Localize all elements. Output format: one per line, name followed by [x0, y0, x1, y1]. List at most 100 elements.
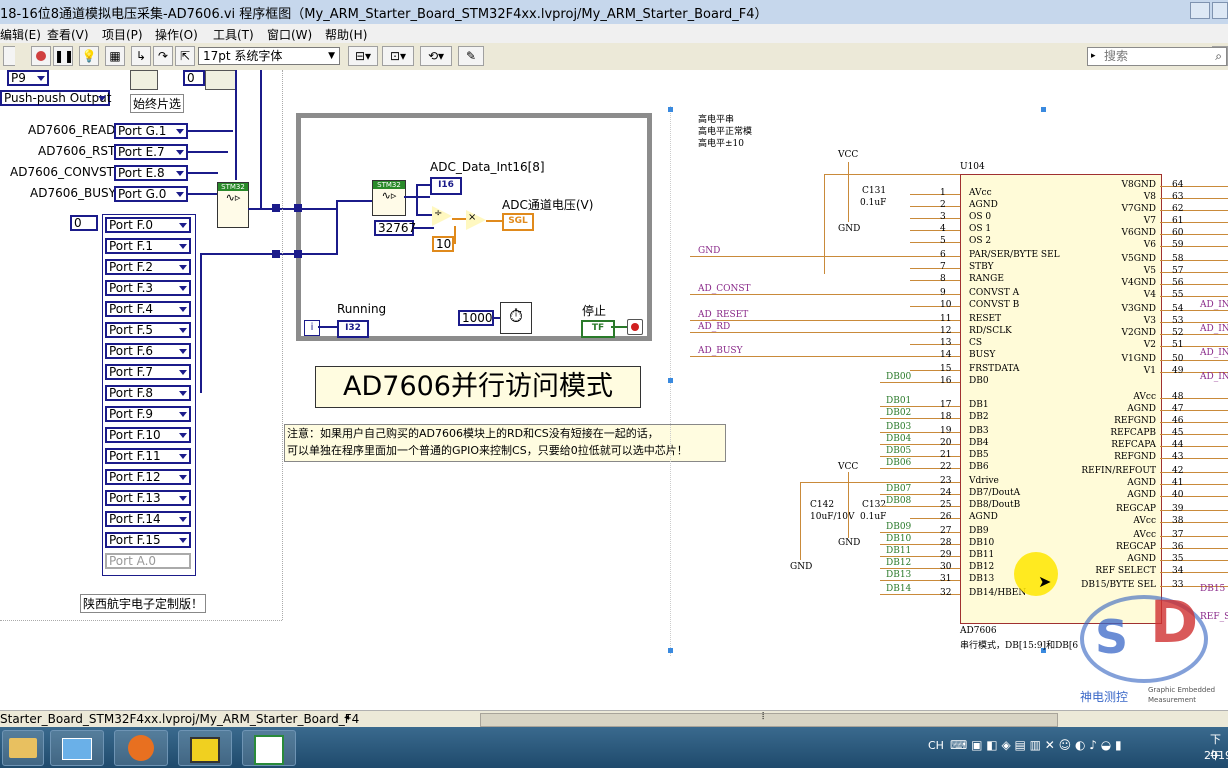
run-arrow-icon[interactable]: [3, 46, 15, 66]
step-into-button[interactable]: ↳: [131, 46, 151, 66]
stop-button-terminal[interactable]: TF: [581, 320, 615, 338]
language-indicator[interactable]: CH: [928, 739, 944, 752]
selection-handle[interactable]: [1041, 648, 1046, 653]
pin-write-icon[interactable]: [205, 70, 237, 90]
adc-voltage-label: ADC通道电压(V): [502, 198, 594, 212]
abort-button[interactable]: [31, 46, 51, 66]
port-select-read[interactable]: Port G.1: [114, 123, 188, 139]
menu-operate[interactable]: 操作(O): [155, 28, 198, 42]
data-port-8[interactable]: Port F.8: [105, 385, 191, 401]
reorder-button[interactable]: ⟲▾: [420, 46, 452, 66]
menu-help[interactable]: 帮助(H): [325, 28, 368, 42]
taskbar-app-labview[interactable]: [178, 730, 232, 766]
port-select-convst[interactable]: Port E.8: [114, 165, 188, 181]
port-value: Port F.4: [109, 302, 154, 316]
selection-handle[interactable]: [668, 378, 673, 383]
search-input[interactable]: 搜索: [1104, 49, 1129, 63]
step-out-button[interactable]: ⇱: [175, 46, 195, 66]
horizontal-scrollbar[interactable]: [480, 713, 1058, 727]
gpio-config-icon[interactable]: [130, 70, 158, 90]
maximize-button[interactable]: [1212, 2, 1228, 19]
db-net-label: DB11: [886, 546, 912, 556]
menu-project[interactable]: 项目(P): [102, 28, 143, 42]
iteration-terminal: i: [304, 320, 320, 336]
pin-number: 32: [940, 588, 952, 598]
data-port-1[interactable]: Port F.1: [105, 238, 191, 254]
pin-name: V8: [1143, 192, 1156, 202]
wait-ms-constant[interactable]: 1000: [458, 310, 494, 326]
pin-line: [690, 356, 910, 357]
index-constant[interactable]: 0: [70, 215, 98, 231]
font-select[interactable]: 17pt 系统字体 ▼: [198, 47, 340, 65]
pin-select-control[interactable]: P9: [7, 70, 49, 86]
port-select-rst[interactable]: Port E.7: [114, 144, 188, 160]
step-over-button[interactable]: ↷: [153, 46, 173, 66]
pin-line: [910, 294, 960, 295]
search-box[interactable]: ▸ 搜索 ⌕: [1087, 47, 1227, 66]
menu-view[interactable]: 查看(V): [47, 28, 89, 42]
pin-number: 8: [940, 274, 946, 284]
pin-line: [1160, 296, 1228, 297]
menu-window[interactable]: 窗口(W): [267, 28, 313, 42]
pin-line: [1160, 334, 1228, 335]
multiply-node[interactable]: [466, 210, 486, 230]
data-port-3[interactable]: Port F.3: [105, 280, 191, 296]
mode-title: AD7606并行访问模式: [315, 366, 641, 408]
tray-icon[interactable]: ⌨ ▣ ◧ ◈ ▤ ▥ ✕ ☺ ◐ ♪ ◒ ▮: [950, 738, 1122, 752]
loop-condition-terminal[interactable]: [627, 319, 643, 335]
taskbar-app-window[interactable]: [50, 730, 104, 766]
taskbar-app-explorer[interactable]: [2, 730, 44, 766]
adc-voltage-indicator[interactable]: SGL: [502, 213, 534, 231]
data-port-13[interactable]: Port F.13: [105, 490, 191, 506]
data-port-4[interactable]: Port F.4: [105, 301, 191, 317]
data-port-6[interactable]: Port F.6: [105, 343, 191, 359]
data-port-11[interactable]: Port F.11: [105, 448, 191, 464]
adc-data-indicator[interactable]: I16: [430, 177, 462, 195]
data-port-9[interactable]: Port F.9: [105, 406, 191, 422]
stm32-parallel-vi[interactable]: STM32 ∿▹: [217, 182, 249, 228]
output-mode-control[interactable]: Push-push Output: [0, 90, 111, 106]
wire: [494, 317, 500, 319]
pin-line: [1160, 198, 1228, 199]
stm32-read-vi[interactable]: STM32 ∿▹: [372, 180, 406, 216]
const-10[interactable]: 10: [432, 236, 454, 252]
wait-ms-vi[interactable]: ⏱: [500, 302, 532, 334]
scroll-left-icon[interactable]: ◂: [344, 712, 350, 723]
data-port-0[interactable]: Port F.0: [105, 217, 191, 233]
data-port-14[interactable]: Port F.14: [105, 511, 191, 527]
pause-button[interactable]: ❚❚: [53, 46, 74, 66]
data-port-10[interactable]: Port F.10: [105, 427, 191, 443]
pin-name: DB1: [969, 400, 989, 410]
data-port-2[interactable]: Port F.2: [105, 259, 191, 275]
menu-edit[interactable]: 编辑(E): [0, 28, 41, 42]
pin-number: 35: [1172, 554, 1184, 564]
selection-handle[interactable]: [668, 107, 673, 112]
data-port-12[interactable]: Port F.12: [105, 469, 191, 485]
pin-line: [880, 556, 910, 557]
data-port-15[interactable]: Port F.15: [105, 532, 191, 548]
zero-constant-top[interactable]: 0: [183, 70, 205, 86]
wire: [452, 218, 466, 220]
block-diagram-canvas[interactable]: P9 Push-push Output 0 始终片选 AD7606_READ A…: [0, 70, 1228, 710]
cleanup-diagram-button[interactable]: ✎: [458, 46, 484, 66]
align-objects-button[interactable]: ⊟▾: [348, 46, 378, 66]
pin-number: 53: [1172, 316, 1184, 326]
divide-node[interactable]: [432, 206, 452, 226]
taskbar-app-camtasia[interactable]: [242, 730, 296, 766]
selection-handle[interactable]: [1041, 107, 1046, 112]
pin-line: [1160, 458, 1228, 459]
retain-wire-values-button[interactable]: ▦: [105, 46, 125, 66]
highlight-execution-button[interactable]: 💡: [79, 46, 99, 66]
const-32767[interactable]: 32767: [374, 220, 416, 236]
running-indicator[interactable]: I32: [337, 320, 369, 338]
selection-handle[interactable]: [668, 648, 673, 653]
port-select-busy[interactable]: Port G.0: [114, 186, 188, 202]
menu-tools[interactable]: 工具(T): [213, 28, 254, 42]
pin-line: [1160, 360, 1228, 361]
data-port-array[interactable]: Port F.0 Port F.1 Port F.2 Port F.3 Port…: [102, 214, 196, 576]
taskbar-app-pdf[interactable]: [114, 730, 168, 766]
distribute-objects-button[interactable]: ⊡▾: [382, 46, 414, 66]
data-port-7[interactable]: Port F.7: [105, 364, 191, 380]
data-port-5[interactable]: Port F.5: [105, 322, 191, 338]
minimize-button[interactable]: [1190, 2, 1210, 19]
